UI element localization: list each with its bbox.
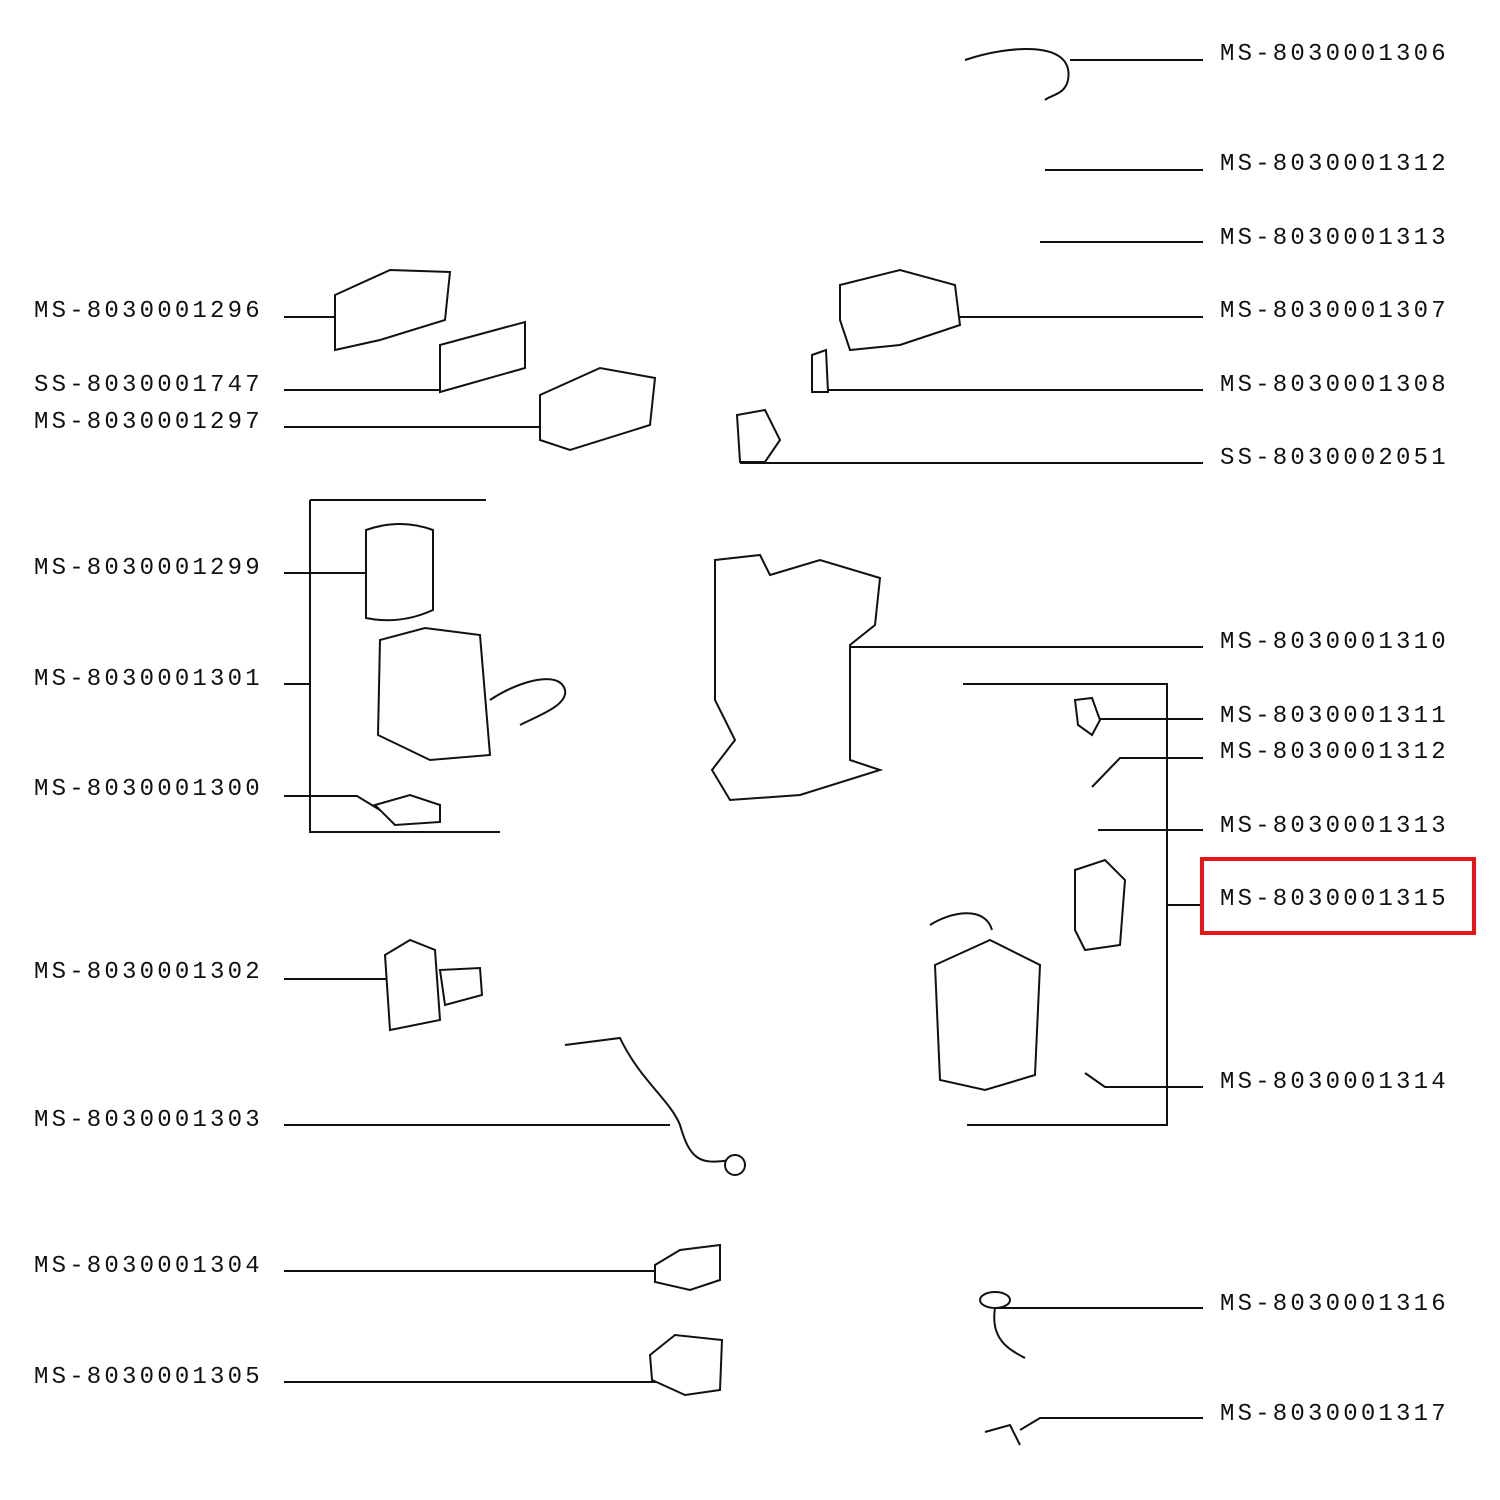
part-label[interactable]: MS-8030001302 (34, 959, 263, 986)
part-label[interactable]: MS-8030001296 (34, 298, 263, 325)
part-label[interactable]: MS-8030001299 (34, 555, 263, 582)
part-module-1297 (539, 366, 657, 452)
part-hose-1306 (964, 48, 1070, 101)
part-label[interactable]: MS-8030001314 (1220, 1069, 1449, 1096)
part-pcb-1747 (439, 320, 526, 394)
part-block-1305 (648, 1333, 724, 1397)
part-label[interactable]: MS-8030001297 (34, 409, 263, 436)
part-label[interactable]: MS-8030001301 (34, 666, 263, 693)
part-block-1304 (654, 1243, 721, 1292)
part-label[interactable]: MS-8030001304 (34, 1253, 263, 1280)
part-label[interactable]: MS-8030001307 (1220, 298, 1449, 325)
highlight-box (1200, 857, 1476, 935)
part-label[interactable]: MS-8030001312 (1220, 739, 1449, 766)
part-label[interactable]: MS-8030001305 (34, 1364, 263, 1391)
part-boiler-assembly-1315 (929, 912, 1042, 1092)
part-pump-1315 (1074, 858, 1127, 952)
leader-lines-left (284, 316, 670, 1383)
part-label[interactable]: MS-8030001311 (1220, 703, 1449, 730)
part-wire-sensor-1303 (564, 1036, 746, 1176)
part-label[interactable]: MS-8030001308 (1220, 372, 1449, 399)
leader-lines-right (740, 59, 1203, 1431)
part-tank-1299 (365, 523, 434, 622)
part-label[interactable]: MS-8030001300 (34, 776, 263, 803)
part-label[interactable]: MS-8030001316 (1220, 1291, 1449, 1318)
part-fitting-1317 (984, 1423, 1021, 1446)
part-plate-1300 (373, 793, 441, 827)
part-valve-2051 (735, 408, 782, 463)
part-label[interactable]: SS-8030001747 (34, 372, 263, 399)
part-brew-unit-1307 (839, 268, 962, 352)
part-label[interactable]: MS-8030001313 (1220, 225, 1449, 252)
part-board-bracket-1296 (334, 268, 452, 352)
part-label-highlighted[interactable]: MS-8030001315 (1220, 886, 1449, 913)
part-label[interactable]: MS-8030001317 (1220, 1401, 1449, 1428)
part-label[interactable]: MS-8030001313 (1220, 813, 1449, 840)
part-frame-1310 (710, 553, 884, 802)
part-label[interactable]: MS-8030001310 (1220, 629, 1449, 656)
part-label[interactable]: MS-8030001306 (1220, 41, 1449, 68)
part-sensor-1311 (1073, 696, 1102, 737)
part-label[interactable]: MS-8030001303 (34, 1107, 263, 1134)
part-label[interactable]: SS-8030002051 (1220, 445, 1449, 472)
part-grinder-1301 (376, 626, 567, 762)
part-label[interactable]: MS-8030001312 (1220, 151, 1449, 178)
part-cup-holder-1302 (383, 938, 484, 1032)
part-fitting-1316 (979, 1291, 1026, 1359)
part-clip-1308 (811, 348, 830, 393)
